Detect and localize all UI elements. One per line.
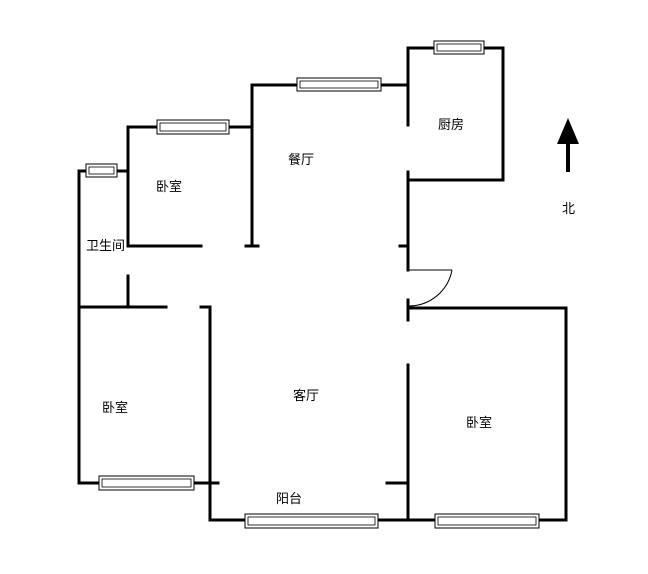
window-bedroom-right [434,513,540,529]
label-living: 客厅 [293,388,319,404]
label-north: 北 [562,202,575,217]
label-dining: 餐厅 [288,152,314,168]
window-bedroom-left [98,475,195,491]
window-bedroom-top [156,119,230,135]
window-kitchen [433,40,485,55]
label-bathroom: 卫生间 [86,239,125,254]
walls [77,46,568,522]
entrance-door [407,269,453,307]
label-bedroom-left: 卧室 [102,400,128,416]
label-balcony: 阳台 [276,492,302,507]
window-dining [296,77,382,92]
label-bedroom-right: 卧室 [466,415,492,431]
label-bedroom-top: 卧室 [156,179,182,195]
window-balcony [244,513,379,529]
label-kitchen: 厨房 [438,117,464,133]
window-bathroom [85,163,118,178]
north-arrow-icon [557,118,579,172]
windows [85,40,540,529]
